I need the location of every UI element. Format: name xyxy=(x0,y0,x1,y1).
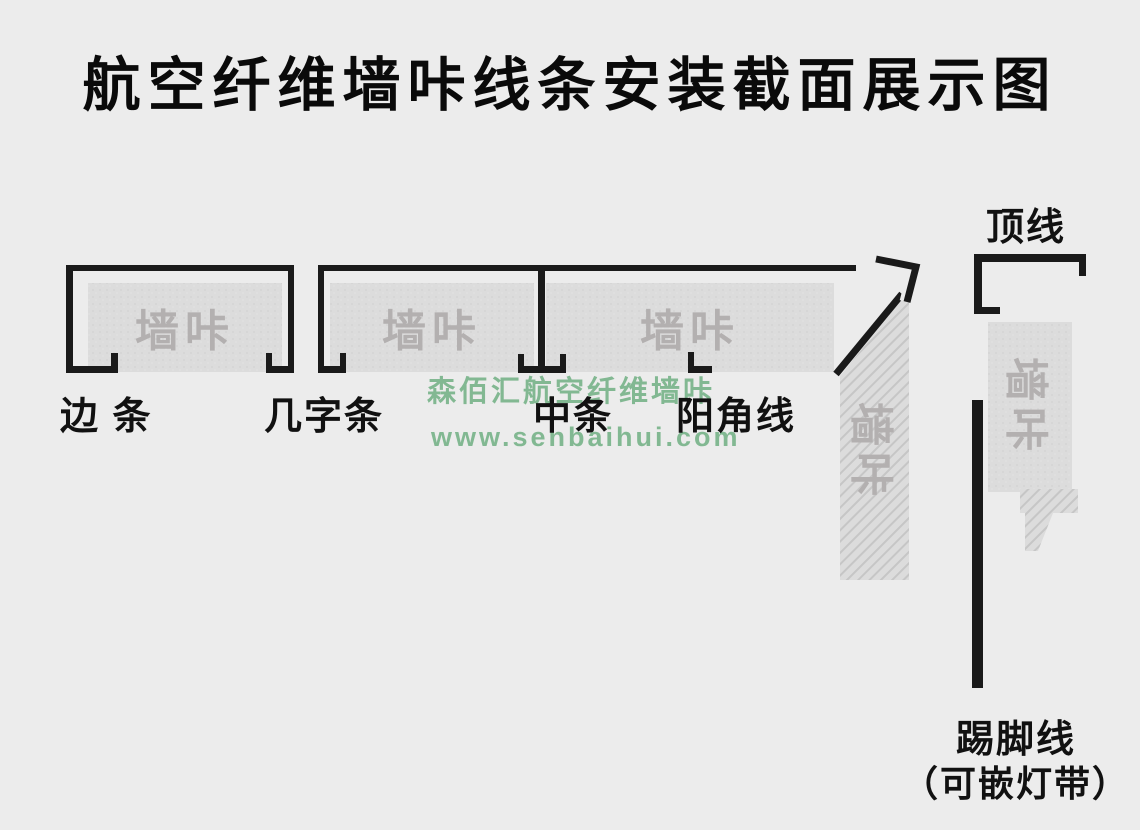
panel-2-watermark: 墙咔 xyxy=(382,307,482,356)
label-top-line: 顶线 xyxy=(986,207,1067,249)
watermark-url: www.senbaihui.com xyxy=(431,422,741,452)
skirting-profile xyxy=(1020,489,1078,551)
corner-panel xyxy=(840,291,909,580)
label-outer-corner: 阳角线 xyxy=(676,396,797,438)
panel-2 xyxy=(330,283,534,372)
wall-panels xyxy=(88,283,1072,580)
label-middle-strip: 中条 xyxy=(533,396,614,438)
panel-1 xyxy=(88,283,282,372)
watermark-brand: 森佰汇航空纤维墙咔 xyxy=(427,376,716,408)
middle-strip-profile xyxy=(518,265,566,373)
top-line-profile xyxy=(974,254,1086,314)
right-wall-panel xyxy=(988,322,1072,492)
corner-trim-profile xyxy=(833,251,926,377)
page-title: 航空纤维墙咔线条安装截面展示图 xyxy=(82,53,1058,118)
wall-surface-line xyxy=(66,265,856,271)
label-ji-strip: 几字条 xyxy=(264,396,385,438)
corner-panel-watermark: 墙咔 xyxy=(846,402,895,502)
label-edge-strip: 边 条 xyxy=(60,396,153,438)
right-panel-watermark: 墙咔 xyxy=(1001,357,1050,457)
panel-1-watermark: 墙咔 xyxy=(135,307,235,356)
ji-strip-profile xyxy=(266,265,346,373)
right-wall-line xyxy=(972,400,983,688)
panel-clip-profile xyxy=(688,352,712,373)
label-skirting-note: （可嵌灯带） xyxy=(901,763,1130,804)
edge-strip-profile xyxy=(66,265,118,373)
panel-3-watermark: 墙咔 xyxy=(640,307,740,356)
label-skirting: 踢脚线 xyxy=(955,719,1076,761)
